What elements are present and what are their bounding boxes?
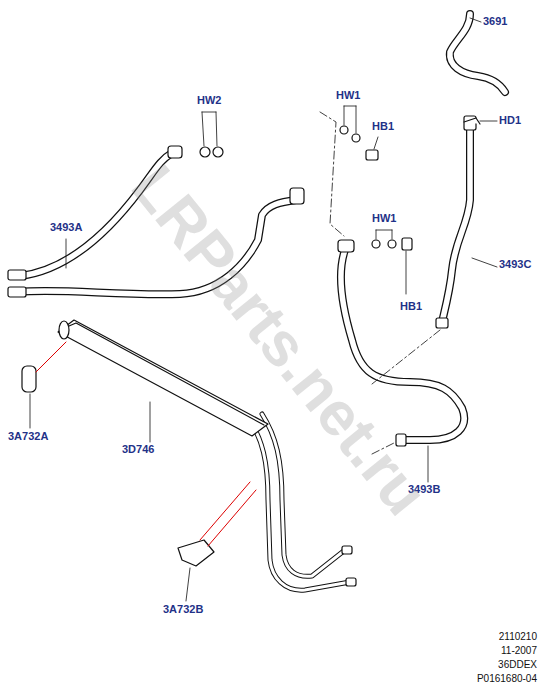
drawing-reference: 2110210 xyxy=(499,631,537,642)
callout-number: HW1 xyxy=(372,212,396,224)
callout-number: HW1 xyxy=(336,89,360,101)
callout-number: 3691 xyxy=(483,15,507,27)
callout-number: HB1 xyxy=(400,300,422,312)
drawing-reference: 11-2007 xyxy=(501,645,537,656)
drawing-reference: P0161680-04 xyxy=(477,673,537,684)
drawing-reference: 36DDEX xyxy=(498,659,537,670)
callout-number: HD1 xyxy=(499,114,521,126)
callout-number: 3A732B xyxy=(163,603,203,615)
callout-number: 3A732A xyxy=(8,430,48,442)
callout-number: HB1 xyxy=(372,120,394,132)
callout-number: 3493A xyxy=(50,221,82,233)
callout-number: 3D746 xyxy=(122,443,154,455)
callout-number: HW2 xyxy=(197,94,221,106)
callout-number: 3493C xyxy=(499,258,531,270)
